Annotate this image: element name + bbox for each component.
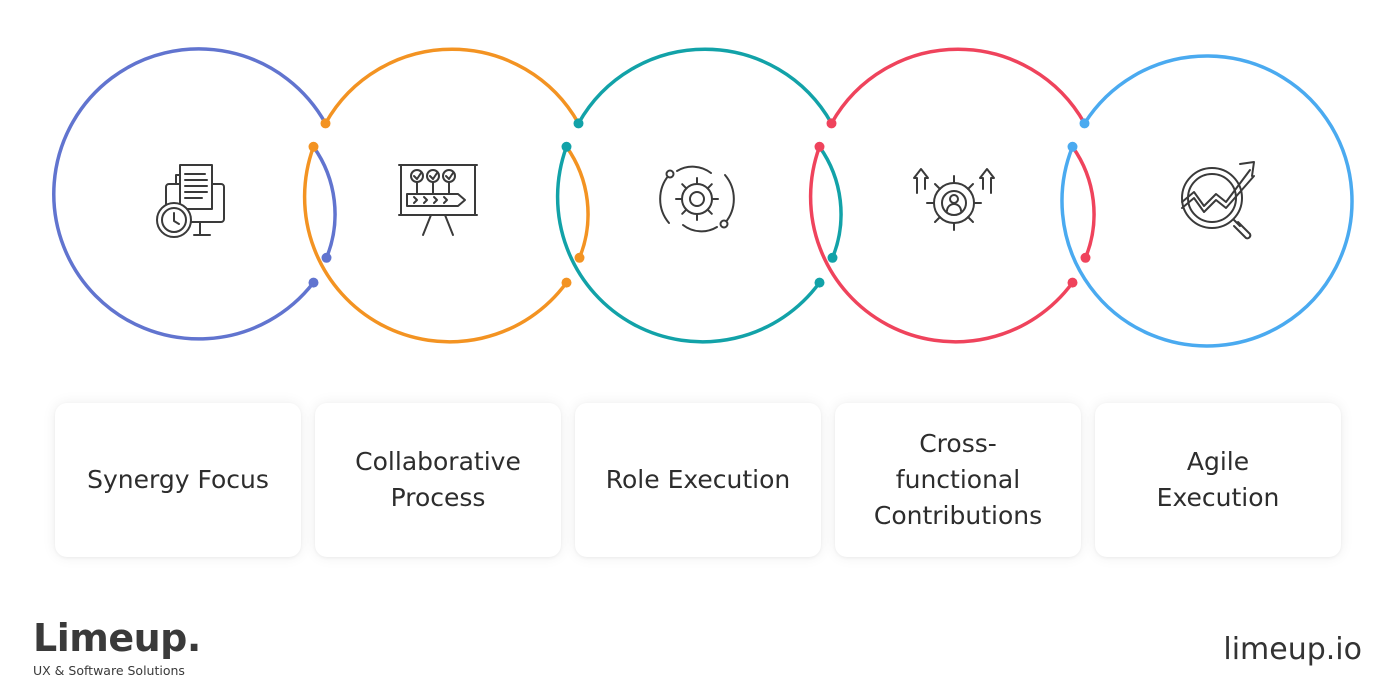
connector-dot — [320, 118, 331, 129]
connector-dot — [826, 118, 837, 129]
process-board-icon — [398, 164, 478, 236]
connector-dots — [308, 118, 1091, 288]
stage-label: Synergy Focus — [87, 465, 269, 494]
stage-label: Agile Execution — [1156, 447, 1280, 512]
brand-logo: Limeup. UX & Software Solutions — [33, 615, 201, 679]
ring-role-execution — [555, 47, 843, 344]
stage-card-role-execution: Role Execution — [575, 403, 821, 557]
gear-cycle-icon — [659, 165, 735, 233]
connector-dot — [561, 277, 572, 288]
stage-label: Collaborative Process — [355, 447, 521, 512]
connector-dot — [1067, 141, 1078, 152]
ring-cross-functional-contributions — [808, 47, 1096, 344]
brand-name: Limeup. — [33, 616, 201, 660]
stage-card-synergy-focus: Synergy Focus — [55, 403, 301, 557]
connector-dot — [308, 277, 319, 288]
overlapping-circles-diagram — [52, 47, 1354, 348]
stage-label: Cross- functional Contributions — [873, 429, 1043, 530]
ring-agile-execution — [1060, 54, 1354, 348]
document-clock-icon — [156, 164, 225, 238]
stage-card-collaborative-process: Collaborative Process — [315, 403, 561, 557]
brand-tagline: UX & Software Solutions — [33, 663, 185, 678]
gear-person-arrows-icon — [913, 168, 995, 231]
stage-card-cross-functional-contributions: Cross- functional Contributions — [835, 403, 1081, 557]
connector-dot — [574, 252, 585, 263]
connector-dot — [561, 141, 572, 152]
connector-dot — [1067, 277, 1078, 288]
ring-synergy-focus — [52, 47, 337, 341]
connector-dot — [827, 252, 838, 263]
connector-dot — [321, 252, 332, 263]
website-url: limeup.io — [1223, 632, 1362, 667]
connector-dot — [814, 277, 825, 288]
connector-dot — [814, 141, 825, 152]
ring-collaborative-process — [302, 47, 590, 344]
growth-magnifier-icon — [1181, 161, 1255, 240]
connector-dot — [308, 141, 319, 152]
stage-label: Role Execution — [605, 465, 791, 494]
stage-card-agile-execution: Agile Execution — [1095, 403, 1341, 557]
connector-dot — [1080, 252, 1091, 263]
connector-dot — [1079, 118, 1090, 129]
connector-dot — [573, 118, 584, 129]
